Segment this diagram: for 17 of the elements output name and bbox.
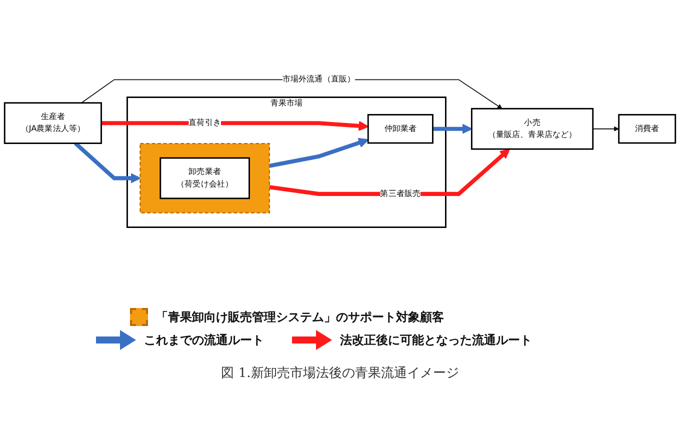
process-box: 消費者 [618, 114, 676, 144]
arrow [74, 141, 141, 183]
legend-text: これまでの流通ルート [144, 332, 264, 348]
process-box: 仲卸業者 [367, 114, 434, 144]
legend-text: 法改正後に可能となった流通ルート [340, 332, 532, 348]
process-box: 卸売業者 （荷受け会社） [160, 156, 250, 199]
legend-text: 「青果卸向け販売管理システム」のサポート対象顧客 [156, 308, 444, 326]
process-box: 小売 （量販店、青果店など） [470, 108, 594, 150]
edge-label: 直荷引き [188, 116, 221, 129]
arrow [101, 120, 369, 131]
arrow [269, 137, 369, 168]
edge-label: 第三者販売 [380, 187, 421, 200]
caption: 図 1.新卸売市場法後の青果流通イメージ [220, 365, 460, 382]
arrow [432, 123, 472, 134]
edge-label: 市場外流通（直販） [282, 73, 356, 86]
process-box: 生産者 （JA農業法人等） [4, 102, 102, 144]
arrow [592, 126, 620, 131]
